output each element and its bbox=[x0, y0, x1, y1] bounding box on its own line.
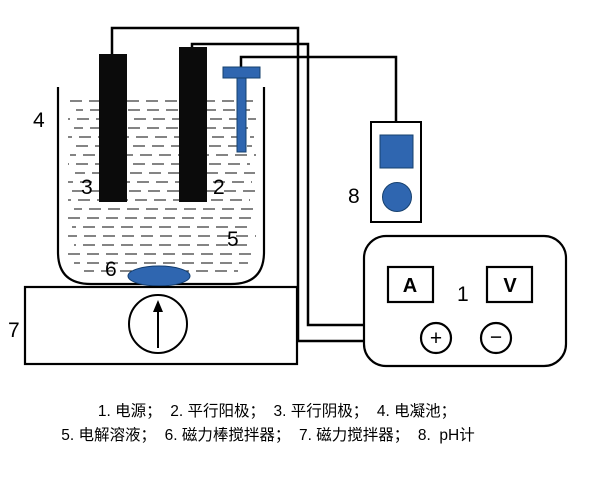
ph-probe-cap bbox=[222, 66, 261, 79]
figure-caption: 1. 电源； 2. 平行阳极； 3. 平行阴极； 4. 电凝池； 5. 电解溶液… bbox=[61, 402, 474, 444]
anode-wire bbox=[190, 42, 364, 327]
ph-meter-knob bbox=[382, 182, 412, 212]
label-cell: 4 bbox=[33, 109, 45, 132]
ph-probe-stem bbox=[236, 77, 247, 153]
ph-probe bbox=[222, 66, 261, 153]
stirrer-dial-needle-head bbox=[153, 300, 163, 312]
wires bbox=[110, 26, 398, 343]
ammeter-label: A bbox=[403, 275, 417, 297]
label-ph-meter: 8 bbox=[348, 185, 360, 208]
label-stirrer: 7 bbox=[8, 319, 20, 342]
ph-probe-wire bbox=[239, 55, 398, 122]
voltmeter-label: V bbox=[503, 275, 517, 297]
label-cathode: 3 bbox=[81, 176, 93, 199]
magnetic-stirrer bbox=[23, 285, 299, 366]
label-anode: 2 bbox=[213, 176, 225, 199]
positive-terminal bbox=[419, 321, 453, 355]
cathode-electrode bbox=[99, 54, 127, 202]
power-supply: A V + − bbox=[362, 234, 568, 368]
ph-meter bbox=[370, 121, 422, 223]
anode-electrode bbox=[179, 47, 207, 202]
ammeter-box bbox=[386, 265, 435, 304]
caption-line-2: 5. 电解溶液； 6. 磁力棒搅拌器； 7. 磁力搅拌器； 8. pH计 bbox=[61, 426, 474, 444]
cathode-wire bbox=[110, 26, 364, 343]
negative-terminal bbox=[479, 321, 513, 355]
label-solution: 5 bbox=[227, 228, 239, 251]
positive-terminal-label: + bbox=[430, 327, 442, 350]
caption-line-1: 1. 电源； 2. 平行阳极； 3. 平行阴极； 4. 电凝池； bbox=[98, 402, 456, 420]
ph-meter-display bbox=[379, 134, 414, 169]
label-power-supply: 1 bbox=[457, 283, 469, 306]
callout-labels: 4 3 2 5 6 7 8 1 bbox=[8, 109, 469, 342]
voltmeter-box bbox=[485, 265, 534, 304]
label-stir-bar: 6 bbox=[105, 258, 117, 281]
magnetic-stir-bar bbox=[127, 265, 191, 287]
negative-terminal-label: − bbox=[490, 326, 502, 349]
